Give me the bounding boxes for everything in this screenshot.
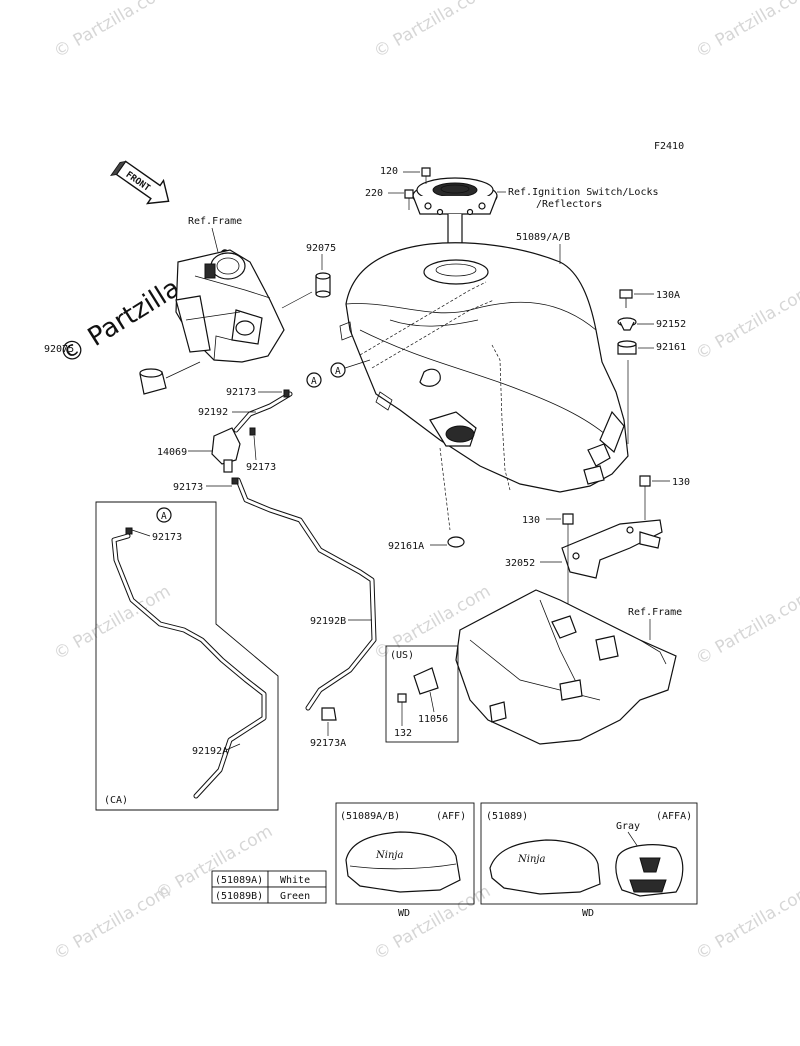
hose-92192a-drawing	[111, 527, 267, 799]
ref-frame-right-label: Ref.Frame	[628, 607, 682, 618]
watermark: © Partzilla.com	[51, 881, 175, 964]
frame-lower-drawing	[455, 589, 677, 745]
watermark: © Partzilla.com	[693, 586, 800, 669]
fuel-tank-drawing	[339, 242, 629, 531]
panel-left-variant: (AFF)	[436, 811, 466, 822]
part-51089: 51089/A/B	[516, 232, 570, 243]
bolt-130-right	[639, 475, 651, 487]
bolt-132	[397, 693, 407, 703]
svg-text:A: A	[311, 376, 317, 387]
bracket-32052	[561, 519, 663, 579]
us-label: (US)	[390, 650, 414, 661]
color-table: (51089A) White (51089B) Green	[211, 870, 327, 904]
grommet-92075-top	[315, 272, 331, 298]
part-130-right: 130	[672, 477, 690, 488]
frame-bracket-drawing	[175, 249, 285, 363]
color-name-0: White	[280, 875, 310, 886]
part-92152: 92152	[656, 319, 686, 330]
svg-text:Ninja: Ninja	[375, 850, 403, 861]
grommet-92161	[617, 340, 637, 355]
part-220: 220	[365, 188, 383, 199]
watermark: © Partzilla.com	[51, 0, 175, 62]
color-name-1: Green	[280, 891, 310, 902]
watermark: © Partzilla.com	[693, 881, 800, 964]
callout-a-ca: A	[156, 507, 172, 523]
panel-left-wd: WD	[398, 908, 410, 919]
part-130a: 130A	[656, 290, 680, 301]
ref-ignition-label: Ref.Ignition Switch/Locks	[508, 187, 659, 198]
hose-92192-drawing	[233, 391, 377, 711]
ca-inset-box	[95, 501, 279, 811]
front-arrow: FRONT	[110, 160, 170, 205]
svg-text:Ninja: Ninja	[517, 854, 545, 865]
diagram-id: F2410	[654, 141, 684, 152]
part-92192b: 92192B	[310, 616, 346, 627]
ref-frame-label: Ref.Frame	[188, 216, 242, 227]
part-92173a: 92173A	[310, 738, 346, 749]
part-11056: 11056	[418, 714, 448, 725]
grommet-92161a	[447, 536, 465, 548]
part-92173-b: 92173	[246, 462, 276, 473]
bolt-130-mid	[562, 513, 574, 525]
part-92161a: 92161A	[388, 541, 424, 552]
ref-reflectors-label: /Reflectors	[536, 199, 602, 210]
bracket-11056	[413, 667, 439, 695]
color-code-1: (51089B)	[215, 891, 263, 902]
panel-right-gray: Gray	[616, 821, 640, 832]
part-92173-ca: 92173	[152, 532, 182, 543]
part-92161: 92161	[656, 342, 686, 353]
watermark: © Partzilla.com	[693, 0, 800, 62]
variant-panel-right: (51089) (AFFA) Gray Ninja WD	[480, 802, 698, 919]
panel-left-code: (51089A/B)	[340, 811, 400, 822]
bolt-130a	[619, 289, 633, 308]
part-92075-top: 92075	[306, 243, 336, 254]
part-130-mid: 130	[522, 515, 540, 526]
washer-92152	[617, 317, 637, 331]
panel-right-variant: (AFFA)	[656, 811, 692, 822]
watermark: © Partzilla.com	[371, 0, 495, 62]
clamps	[231, 389, 337, 721]
part-92192: 92192	[198, 407, 228, 418]
watermark: © Partzilla.com	[371, 881, 495, 964]
part-92173-c: 92173	[173, 482, 203, 493]
part-132: 132	[394, 728, 412, 739]
ca-label: (CA)	[104, 795, 128, 806]
svg-text:A: A	[335, 366, 341, 377]
callout-a-1: A	[306, 372, 322, 388]
panel-right-code: (51089)	[486, 811, 528, 822]
part-92075-left: 92075	[44, 344, 74, 355]
part-92173-a: 92173	[226, 387, 256, 398]
part-14069: 14069	[157, 447, 187, 458]
grommet-92075-left	[139, 368, 167, 395]
color-code-0: (51089A)	[215, 875, 263, 886]
part-92192a: 92192A	[192, 746, 228, 757]
us-inset-box	[385, 645, 459, 743]
panel-right-wd: WD	[582, 908, 594, 919]
variant-panel-left: (51089A/B) (AFF) Ninja WD	[335, 802, 475, 919]
watermark: © Partzilla.com	[693, 281, 800, 364]
valve-14069	[211, 427, 241, 473]
callout-a-2: A	[330, 362, 346, 378]
fuel-cap-drawing	[412, 177, 498, 261]
svg-text:A: A	[161, 511, 167, 522]
part-32052: 32052	[505, 558, 535, 569]
part-120: 120	[380, 166, 398, 177]
